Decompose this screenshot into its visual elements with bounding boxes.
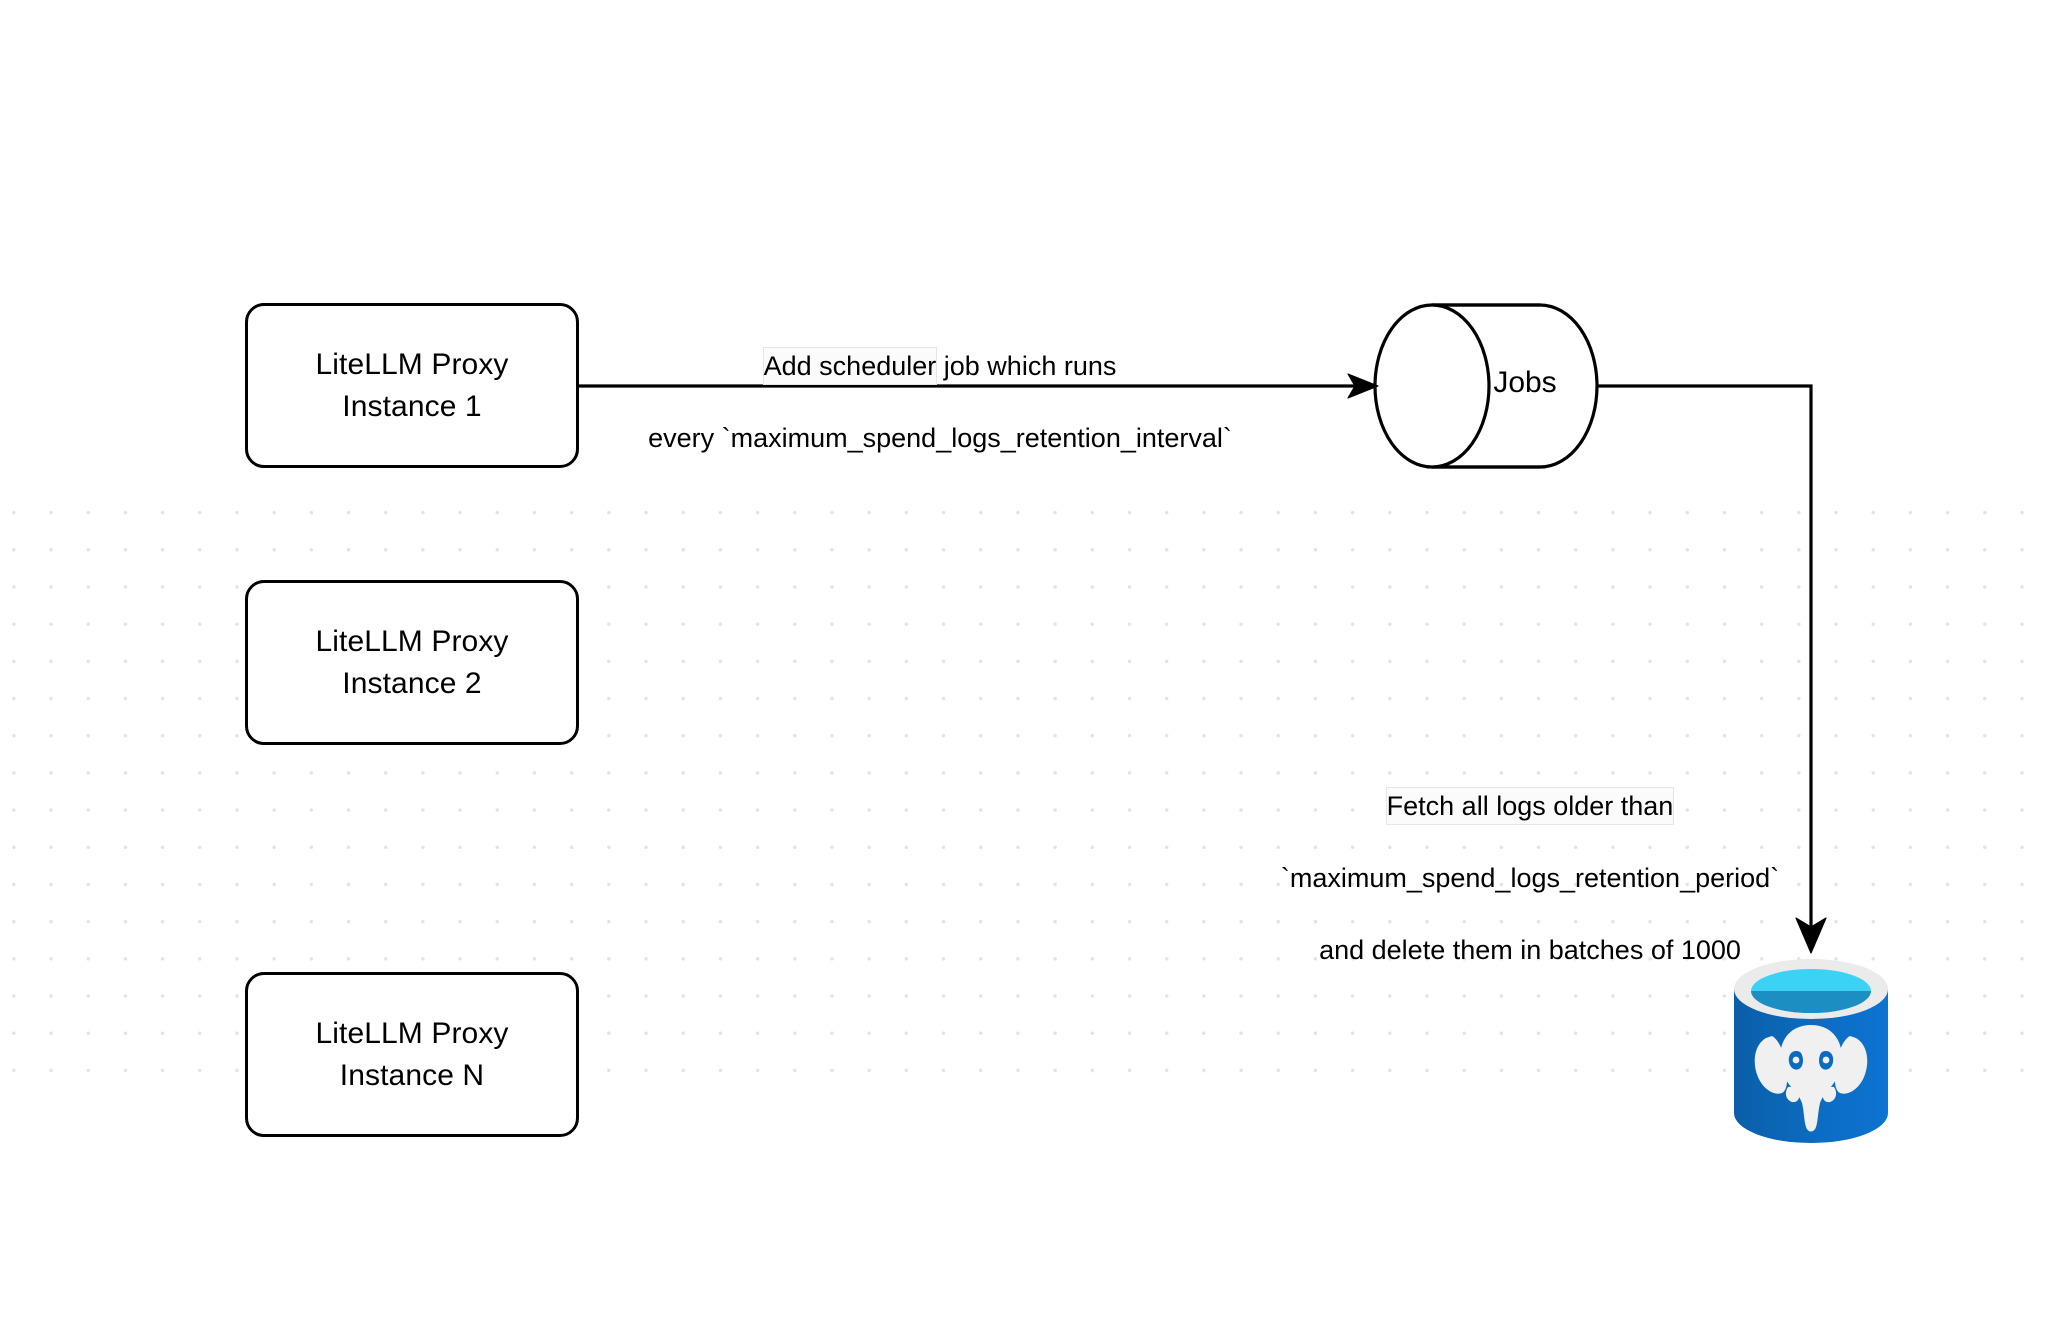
edge-label-line-1: Add scheduler job which runs [600, 348, 1280, 384]
edge-label-add-scheduler-job: Add scheduler job which runs every `maxi… [600, 312, 1280, 492]
postgres-liquid-shadow [1751, 991, 1871, 1013]
edge-label-fetch-and-delete-logs: Fetch all logs older than `maximum_spend… [1250, 752, 1810, 1004]
edge-proxy1-to-jobs-arrow [579, 373, 1379, 399]
postgres-elephant-icon [1754, 1025, 1868, 1132]
edge-label-line-1-highlight: Add scheduler [763, 348, 937, 384]
node-proxy-instance-1-label: LiteLLM Proxy Instance 1 [315, 347, 509, 423]
node-proxy-instance-2-label: LiteLLM Proxy Instance 2 [315, 624, 509, 700]
node-proxy-instance-2[interactable]: LiteLLM Proxy Instance 2 [245, 580, 579, 745]
edge-jobs-to-postgres-arrow [1597, 384, 1827, 954]
node-proxy-instance-n[interactable]: LiteLLM Proxy Instance N [245, 972, 579, 1137]
postgres-database-icon[interactable] [1726, 955, 1896, 1150]
edge-label-line-2: every `maximum_spend_logs_retention_inte… [648, 423, 1232, 453]
fetch-label-line-1-highlight: Fetch all logs older than [1386, 788, 1674, 824]
node-proxy-instance-n-label: LiteLLM Proxy Instance N [315, 1016, 509, 1092]
edge-label-line-1-rest: job which runs [936, 351, 1117, 381]
node-jobs-label: Jobs [1493, 366, 1557, 399]
fetch-label-line-2: `maximum_spend_logs_retention_period` [1280, 863, 1780, 893]
fetch-label-line-3: and delete them in batches of 1000 [1319, 935, 1741, 965]
fetch-label-line-1: Fetch all logs older than [1250, 788, 1810, 824]
node-proxy-instance-1[interactable]: LiteLLM Proxy Instance 1 [245, 303, 579, 468]
